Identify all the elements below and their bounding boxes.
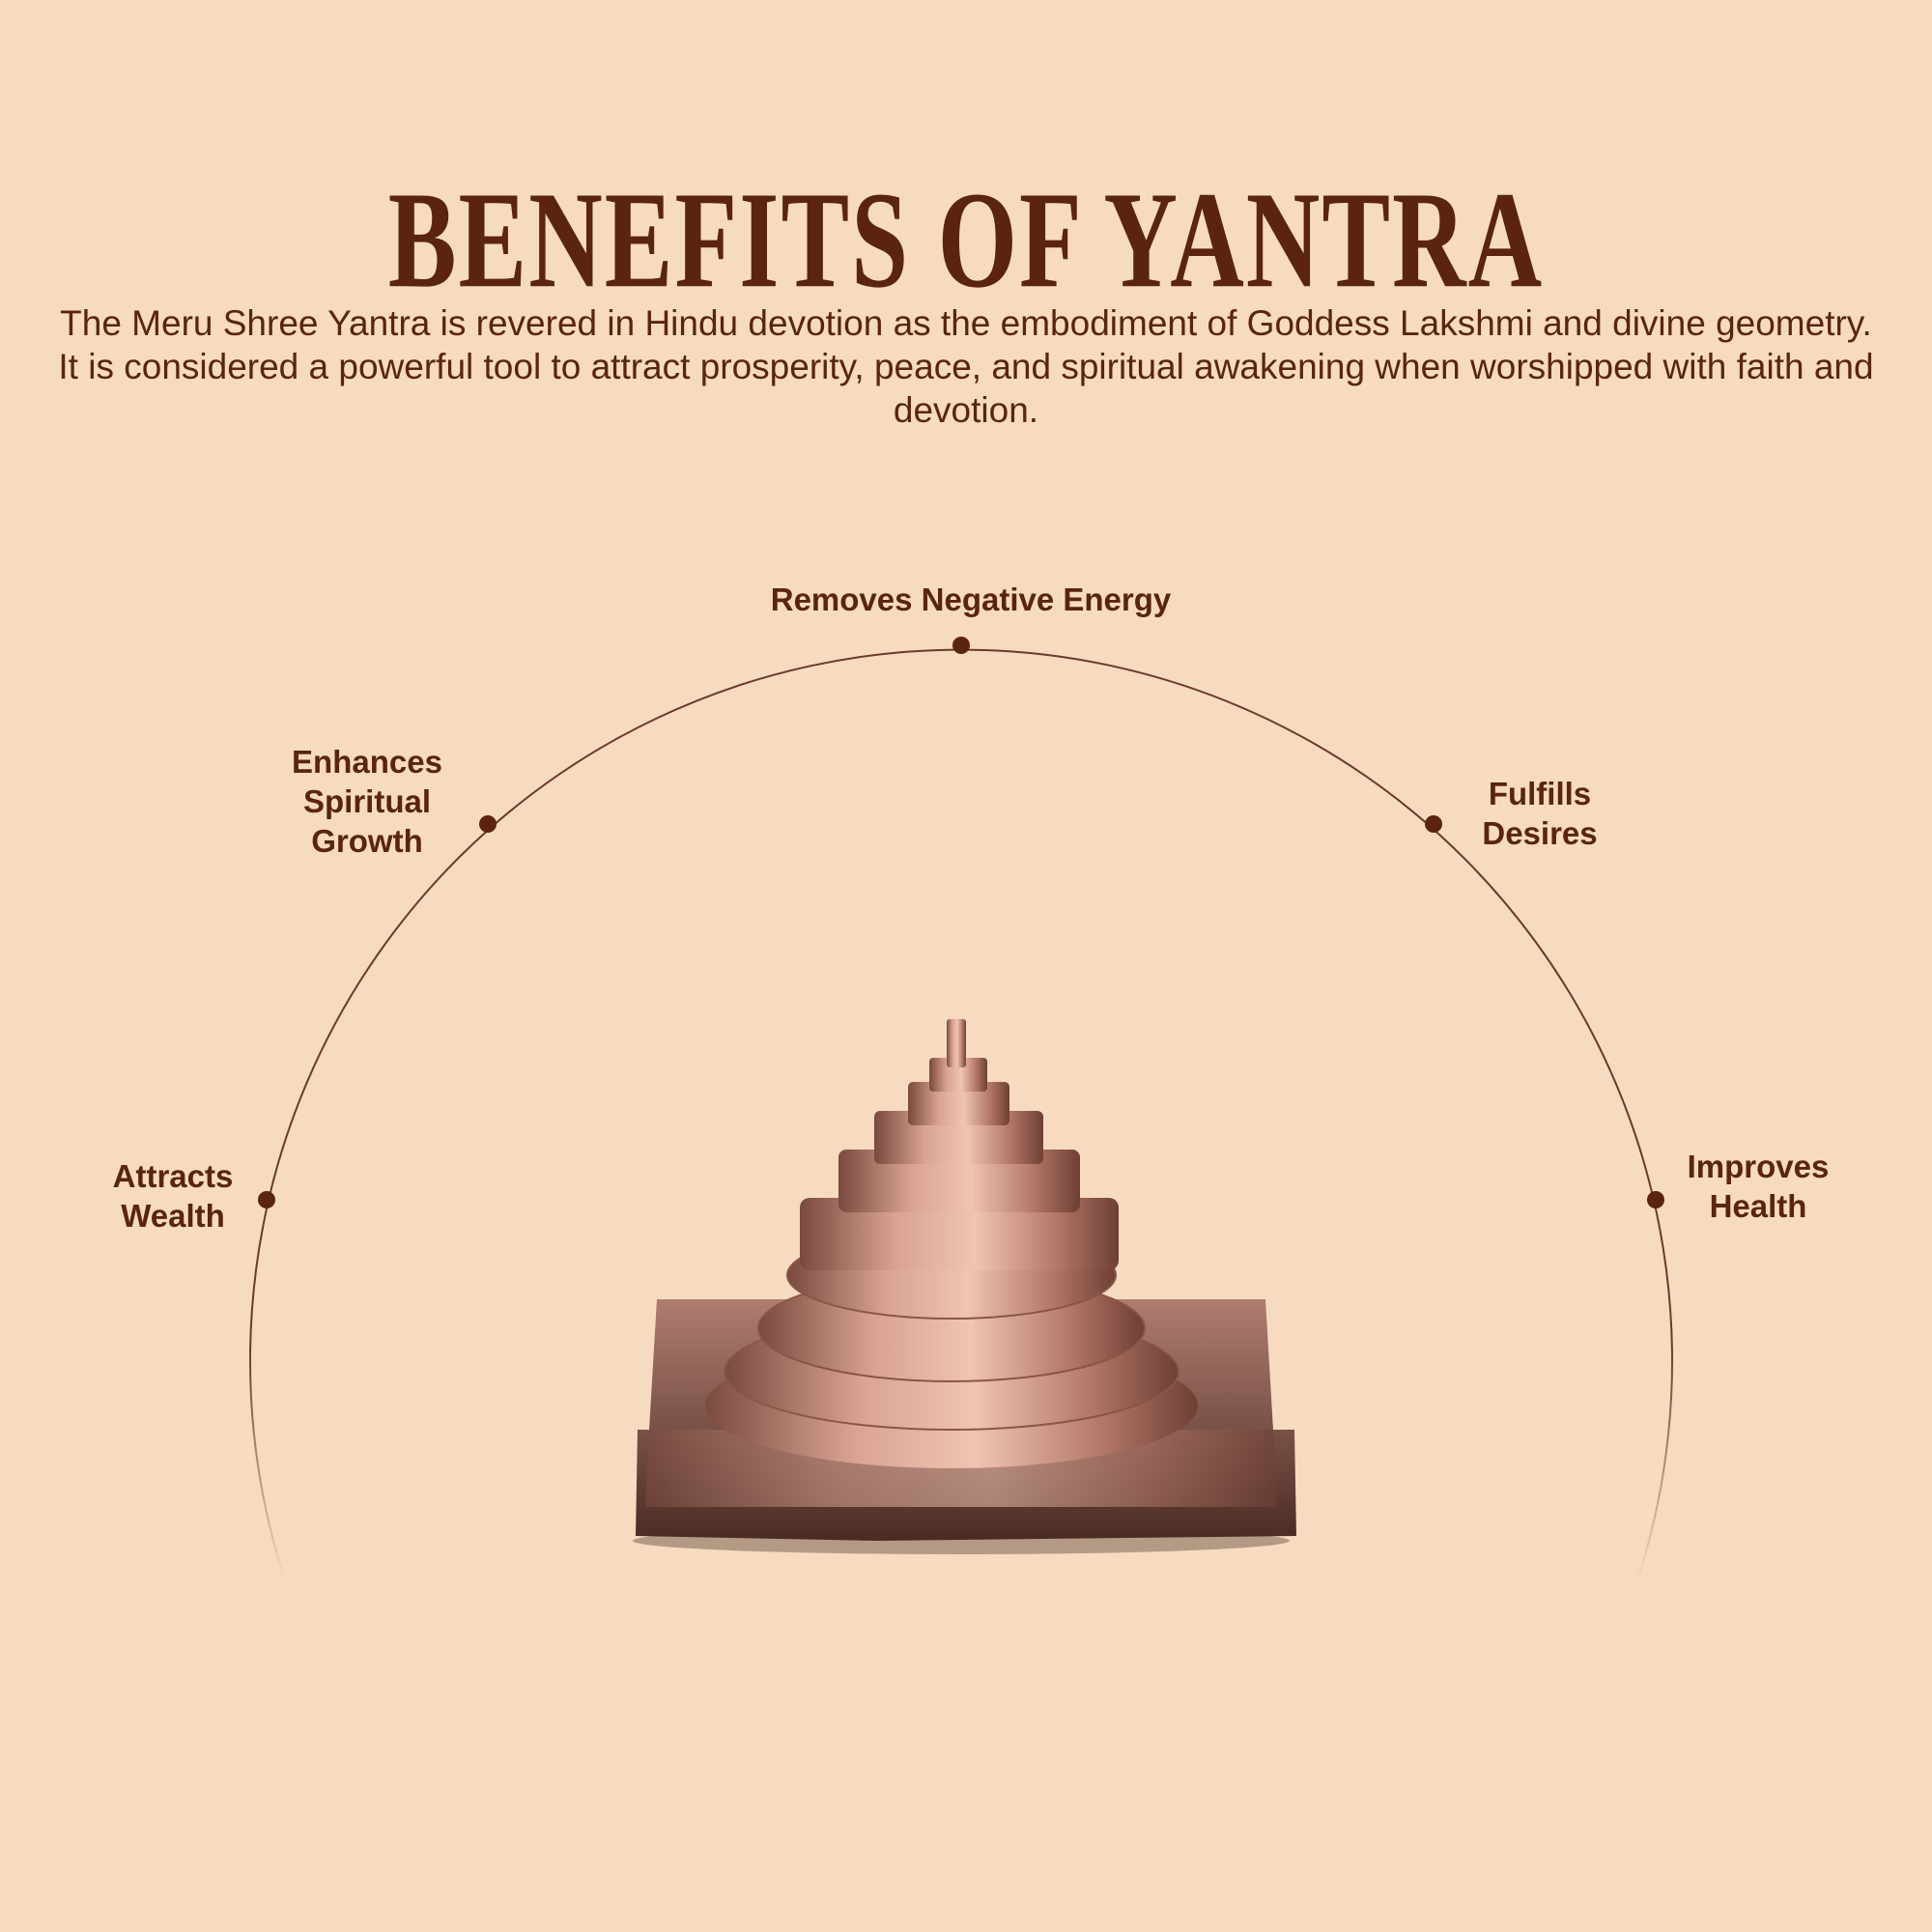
dot-attracts-wealth bbox=[258, 1191, 275, 1208]
label-fulfills-desires: Fulfills Desires bbox=[1482, 776, 1598, 851]
label-removes-negative-energy: Removes Negative Energy bbox=[770, 582, 1172, 617]
dot-removes-negative-energy bbox=[952, 637, 970, 654]
page-title: BENEFITS OF YANTRA bbox=[387, 163, 1545, 317]
intro-paragraph: The Meru Shree Yantra is revered in Hind… bbox=[58, 303, 1874, 430]
dot-fulfills-desires bbox=[1425, 815, 1442, 833]
label-enhances-spiritual-growth: Enhances Spiritual Growth bbox=[292, 744, 442, 859]
dot-improves-health bbox=[1647, 1191, 1664, 1208]
meru-shree-yantra-image bbox=[633, 1019, 1296, 1554]
label-attracts-wealth: Attracts Wealth bbox=[112, 1158, 234, 1234]
dot-enhances-spiritual-growth bbox=[479, 815, 497, 833]
label-improves-health: Improves Health bbox=[1687, 1149, 1830, 1224]
